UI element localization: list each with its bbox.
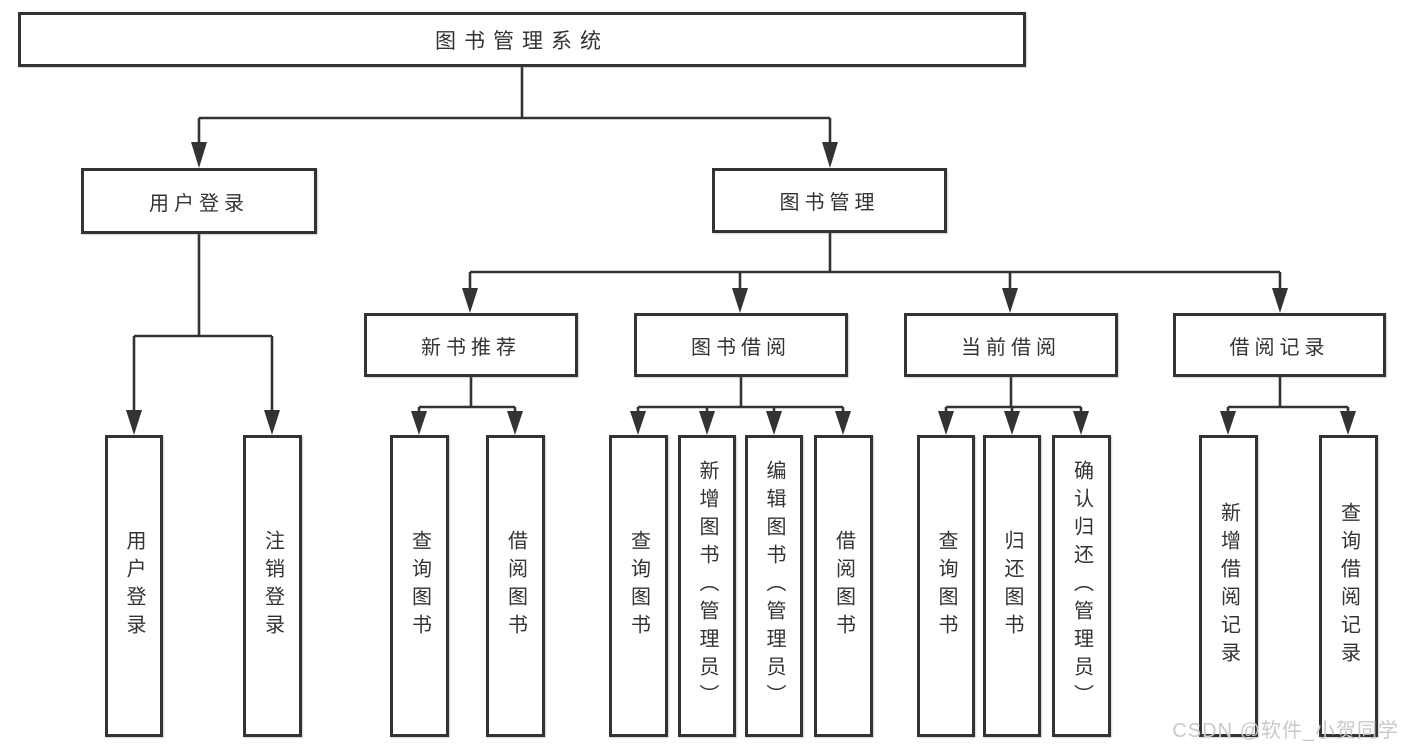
leaf-confirm-return-admin: 确认归还（管理员） [1052,435,1111,737]
node-new-book-recommend: 新书推荐 [364,313,578,377]
node-book-borrowing: 图书借阅 [634,313,848,377]
leaf-query-books-borrow: 查询图书 [609,435,668,737]
node-current-borrowing: 当前借阅 [904,313,1118,377]
node-book-management: 图书管理 [712,168,947,233]
leaf-borrow-books: 借阅图书 [814,435,873,737]
leaf-add-borrow-record: 新增借阅记录 [1199,435,1258,737]
leaf-edit-books-admin: 编辑图书（管理员） [745,435,803,737]
node-library-management-system: 图书管理系统 [18,12,1026,67]
leaf-query-books-recommend: 查询图书 [390,435,449,737]
leaf-user-login: 用户登录 [105,435,163,737]
csdn-watermark: CSDN @软件_小贺同学 [1172,720,1399,742]
node-user-login: 用户登录 [81,168,317,234]
leaf-borrow-books-recommend: 借阅图书 [486,435,545,737]
leaf-logout: 注销登录 [243,435,302,737]
leaf-query-borrow-record: 查询借阅记录 [1319,435,1378,737]
leaf-return-books: 归还图书 [983,435,1041,737]
leaf-query-books-current: 查询图书 [917,435,975,737]
leaf-add-books-admin: 新增图书（管理员） [678,435,736,737]
arrow-down-icons [126,142,1356,435]
node-borrowing-records: 借阅记录 [1173,313,1386,377]
